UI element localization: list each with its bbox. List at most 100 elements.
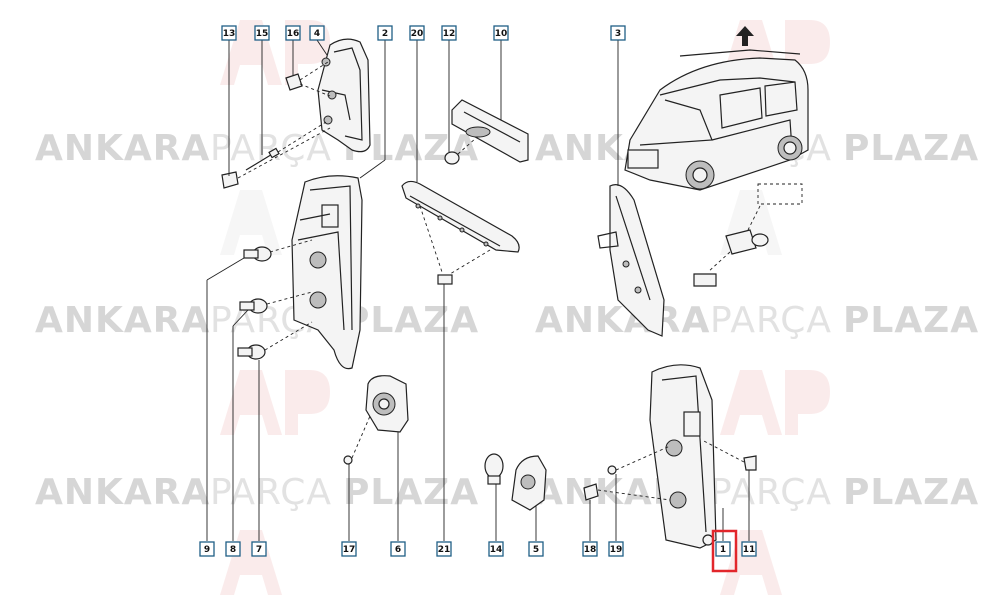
- part-20-brake-light: [401, 180, 520, 253]
- callout-box: [488, 541, 504, 557]
- callout-9: 9: [199, 541, 215, 557]
- callout-number: 4: [314, 29, 320, 39]
- callout-7: 7: [251, 541, 267, 557]
- callout-box: [225, 541, 241, 557]
- part-14-bulb: [484, 453, 504, 485]
- callout-number: 17: [343, 545, 356, 555]
- callout-box: [409, 25, 425, 41]
- callout-number: 10: [495, 29, 508, 39]
- svg-text:PARÇA: PARÇA: [210, 472, 332, 513]
- callout-6: 6: [390, 541, 406, 557]
- callout-number: 8: [230, 545, 236, 555]
- part-12-bulb: [444, 151, 460, 165]
- callout-5: 5: [528, 541, 544, 557]
- callout-box: [251, 541, 267, 557]
- callout-8: 8: [225, 541, 241, 557]
- callout-box: [493, 25, 509, 41]
- callout-20: 20: [409, 25, 425, 41]
- callout-box: [582, 541, 598, 557]
- watermark-row-2: ANKARA PARÇA PLAZA ANKARA PARÇA PLAZA: [35, 300, 979, 341]
- dashed-lines-top-left: [237, 61, 331, 179]
- callout-number: 6: [395, 545, 401, 555]
- callout-box: [221, 25, 237, 41]
- bulb-socket-detail: [693, 183, 803, 287]
- callout-18: 18: [582, 541, 598, 557]
- svg-text:ANKARA: ANKARA: [35, 472, 210, 513]
- callout-number: 18: [584, 545, 597, 555]
- callout-12: 12: [441, 25, 457, 41]
- part-9-bulb: [243, 246, 272, 262]
- callout-box: [436, 541, 452, 557]
- watermark: ANKARA PARÇA PLAZA ANKARA PARÇA PLAZA AN…: [35, 20, 979, 595]
- callout-19: 19: [608, 541, 624, 557]
- van-illustration: [624, 26, 809, 191]
- part-13-nut: [221, 171, 239, 189]
- callout-number: 11: [743, 545, 756, 555]
- part-17-screw: [343, 415, 371, 465]
- callout-box: [254, 25, 270, 41]
- callout-box: [715, 541, 731, 557]
- svg-text:PLAZA: PLAZA: [843, 472, 979, 513]
- part-3-side-lamp: [597, 184, 665, 337]
- callout-1-highlight: [711, 529, 738, 573]
- callout-number: 5: [533, 545, 539, 555]
- callout-box: [341, 541, 357, 557]
- callout-box: [528, 541, 544, 557]
- callout-box: [441, 25, 457, 41]
- callout-2: 2: [377, 25, 393, 41]
- svg-text:PARÇA: PARÇA: [710, 300, 832, 341]
- leader-lines: [206, 39, 750, 541]
- callout-3: 3: [610, 25, 626, 41]
- svg-text:PLAZA: PLAZA: [343, 472, 479, 513]
- svg-text:ANKARA: ANKARA: [35, 128, 210, 169]
- part-1-rear-lamp: [649, 364, 717, 549]
- callout-number: 13: [223, 29, 236, 39]
- part-6-reflector: [365, 375, 409, 433]
- part-2-rear-lamp: [291, 175, 363, 370]
- part-7-bulb: [237, 344, 266, 360]
- callout-box: [309, 25, 325, 41]
- callout-number: 3: [615, 29, 621, 39]
- part-21-cap: [437, 274, 453, 285]
- callout-16: 16: [285, 25, 301, 41]
- callout-box: [285, 25, 301, 41]
- svg-text:PARÇA: PARÇA: [710, 472, 832, 513]
- callout-number: 7: [256, 545, 262, 555]
- callout-4: 4: [309, 25, 325, 41]
- svg-text:ANKARA: ANKARA: [535, 300, 710, 341]
- svg-text:ANKARA: ANKARA: [35, 300, 210, 341]
- callout-number: 16: [287, 29, 300, 39]
- watermark-row-3: ANKARA PARÇA PLAZA ANKARA PARÇA PLAZA: [35, 472, 979, 513]
- svg-text:PLAZA: PLAZA: [843, 300, 979, 341]
- callout-box: [199, 541, 215, 557]
- part-4-upper-lamp: [317, 38, 371, 153]
- callout-1: 1: [715, 541, 731, 557]
- callout-14: 14: [488, 541, 504, 557]
- dashed-lines-plate: [457, 137, 477, 155]
- callout-box: [608, 541, 624, 557]
- callout-11: 11: [741, 541, 757, 557]
- part-5-socket: [511, 455, 547, 511]
- callout-number: 15: [256, 29, 269, 39]
- callout-17: 17: [341, 541, 357, 557]
- part-15-screw: [245, 147, 280, 171]
- callout-number: 12: [443, 29, 456, 39]
- part-18-19-11-fasteners: [583, 439, 757, 501]
- callout-box: [390, 541, 406, 557]
- callout-number: 20: [411, 29, 424, 39]
- callout-number: 14: [490, 545, 503, 555]
- svg-text:PARÇA: PARÇA: [210, 128, 332, 169]
- part-10-plate-light: [451, 99, 529, 163]
- dashed-lines-bulbs: [264, 239, 313, 351]
- svg-text:PLAZA: PLAZA: [843, 128, 979, 169]
- callout-10: 10: [493, 25, 509, 41]
- svg-text:PLAZA: PLAZA: [343, 300, 479, 341]
- callout-number: 2: [382, 29, 388, 39]
- part-16-clip: [285, 73, 303, 91]
- callout-box: [741, 541, 757, 557]
- part-8-bulb: [239, 298, 268, 314]
- callout-number: 21: [438, 545, 451, 555]
- callout-number: 19: [610, 545, 623, 555]
